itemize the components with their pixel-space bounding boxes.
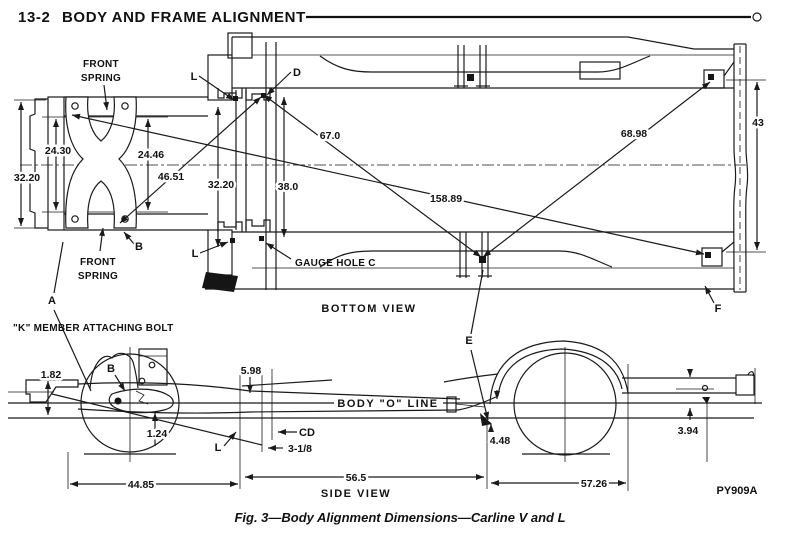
front-spring-bottom-label2: SPRING bbox=[78, 271, 118, 282]
dim-wheelbase-mid: 56.5 bbox=[346, 472, 367, 484]
dim-wheelbase-front: 44.85 bbox=[128, 479, 154, 491]
front-crossmember bbox=[47, 96, 65, 231]
side-view-labels: 1.82 B 5.98 1.24 L CD 3-1/8 BODY "O" LIN… bbox=[38, 361, 758, 500]
point-a: A bbox=[48, 295, 56, 307]
front-bumper-bar bbox=[29, 98, 48, 229]
gauge-hole-l-bottom bbox=[230, 238, 235, 243]
front-spring-top-label: FRONT bbox=[83, 59, 119, 70]
side-view-title: SIDE VIEW bbox=[321, 488, 391, 500]
dim-cowl: 5.98 bbox=[241, 365, 262, 377]
side-view-frame bbox=[8, 340, 762, 491]
page-title: BODY AND FRAME ALIGNMENT bbox=[62, 9, 306, 26]
dim-pivot-right: 24.46 bbox=[138, 149, 164, 161]
bottom-view-dimensions bbox=[14, 71, 766, 421]
body-o-line-label: BODY "O" LINE bbox=[337, 398, 438, 410]
dim-pivot-left: 24.30 bbox=[45, 145, 71, 157]
dim-front-drop: 1.24 bbox=[147, 428, 168, 440]
header-rule-end-dot bbox=[752, 12, 762, 22]
dim-diag-rear: 68.98 bbox=[621, 128, 647, 140]
dim-diag-front: 46.51 bbox=[158, 171, 184, 183]
bottom-view-frame bbox=[20, 32, 749, 293]
dim-mid-outer-width: 38.0 bbox=[278, 181, 299, 193]
dim-rear-height: 3.94 bbox=[678, 425, 699, 437]
page-number: 13-2 bbox=[18, 9, 50, 26]
gauge-hole-c bbox=[259, 236, 264, 241]
front-rail-gusset bbox=[202, 272, 238, 292]
part-code: PY909A bbox=[717, 485, 758, 497]
dim-front-width: 32.20 bbox=[14, 172, 40, 184]
bottom-view-title: BOTTOM VIEW bbox=[321, 303, 416, 315]
point-b: B bbox=[135, 241, 143, 253]
point-f: F bbox=[715, 303, 722, 315]
k-member-bolt-side bbox=[114, 397, 122, 405]
front-spring-top-label2: SPRING bbox=[81, 73, 121, 84]
dim-diag-mid: 67.0 bbox=[320, 130, 341, 142]
dim-gauge-offset: 3-1/8 bbox=[288, 443, 312, 455]
gauge-hole-c-label: GAUGE HOLE C bbox=[295, 258, 376, 269]
point-cd: CD bbox=[299, 427, 315, 439]
dim-rear-hanger: 4.48 bbox=[490, 435, 511, 447]
dim-diag-overall: 158.89 bbox=[430, 193, 462, 205]
bottom-view-labels: FRONT SPRING FRONT SPRING L D B L A E F … bbox=[11, 59, 766, 349]
dim-front-height: 1.82 bbox=[41, 369, 62, 381]
side-view-dimensions bbox=[45, 369, 693, 487]
k-member-label: "K" MEMBER ATTACHING BOLT bbox=[13, 323, 173, 334]
point-d: D bbox=[293, 67, 301, 79]
gauge-hole-d bbox=[261, 93, 266, 98]
point-l-bottom: L bbox=[192, 248, 199, 260]
dim-mid-width: 32.20 bbox=[208, 179, 234, 191]
point-b-side: B bbox=[107, 363, 115, 375]
page-header: 13-2 BODY AND FRAME ALIGNMENT bbox=[18, 9, 762, 26]
gauge-hole-e bbox=[479, 256, 486, 263]
dim-rear-width: 43 bbox=[752, 117, 764, 129]
front-spring-bottom-label: FRONT bbox=[80, 257, 116, 268]
figure-caption: Fig. 3—Body Alignment Dimensions—Carline… bbox=[234, 510, 565, 525]
point-e: E bbox=[465, 335, 472, 347]
dim-wheelbase-rear: 57.26 bbox=[581, 478, 607, 490]
rail-outer-edge-top bbox=[232, 36, 734, 50]
point-l-top: L bbox=[191, 71, 198, 83]
point-l-side: L bbox=[215, 442, 222, 454]
gauge-hole-f bbox=[705, 252, 711, 258]
